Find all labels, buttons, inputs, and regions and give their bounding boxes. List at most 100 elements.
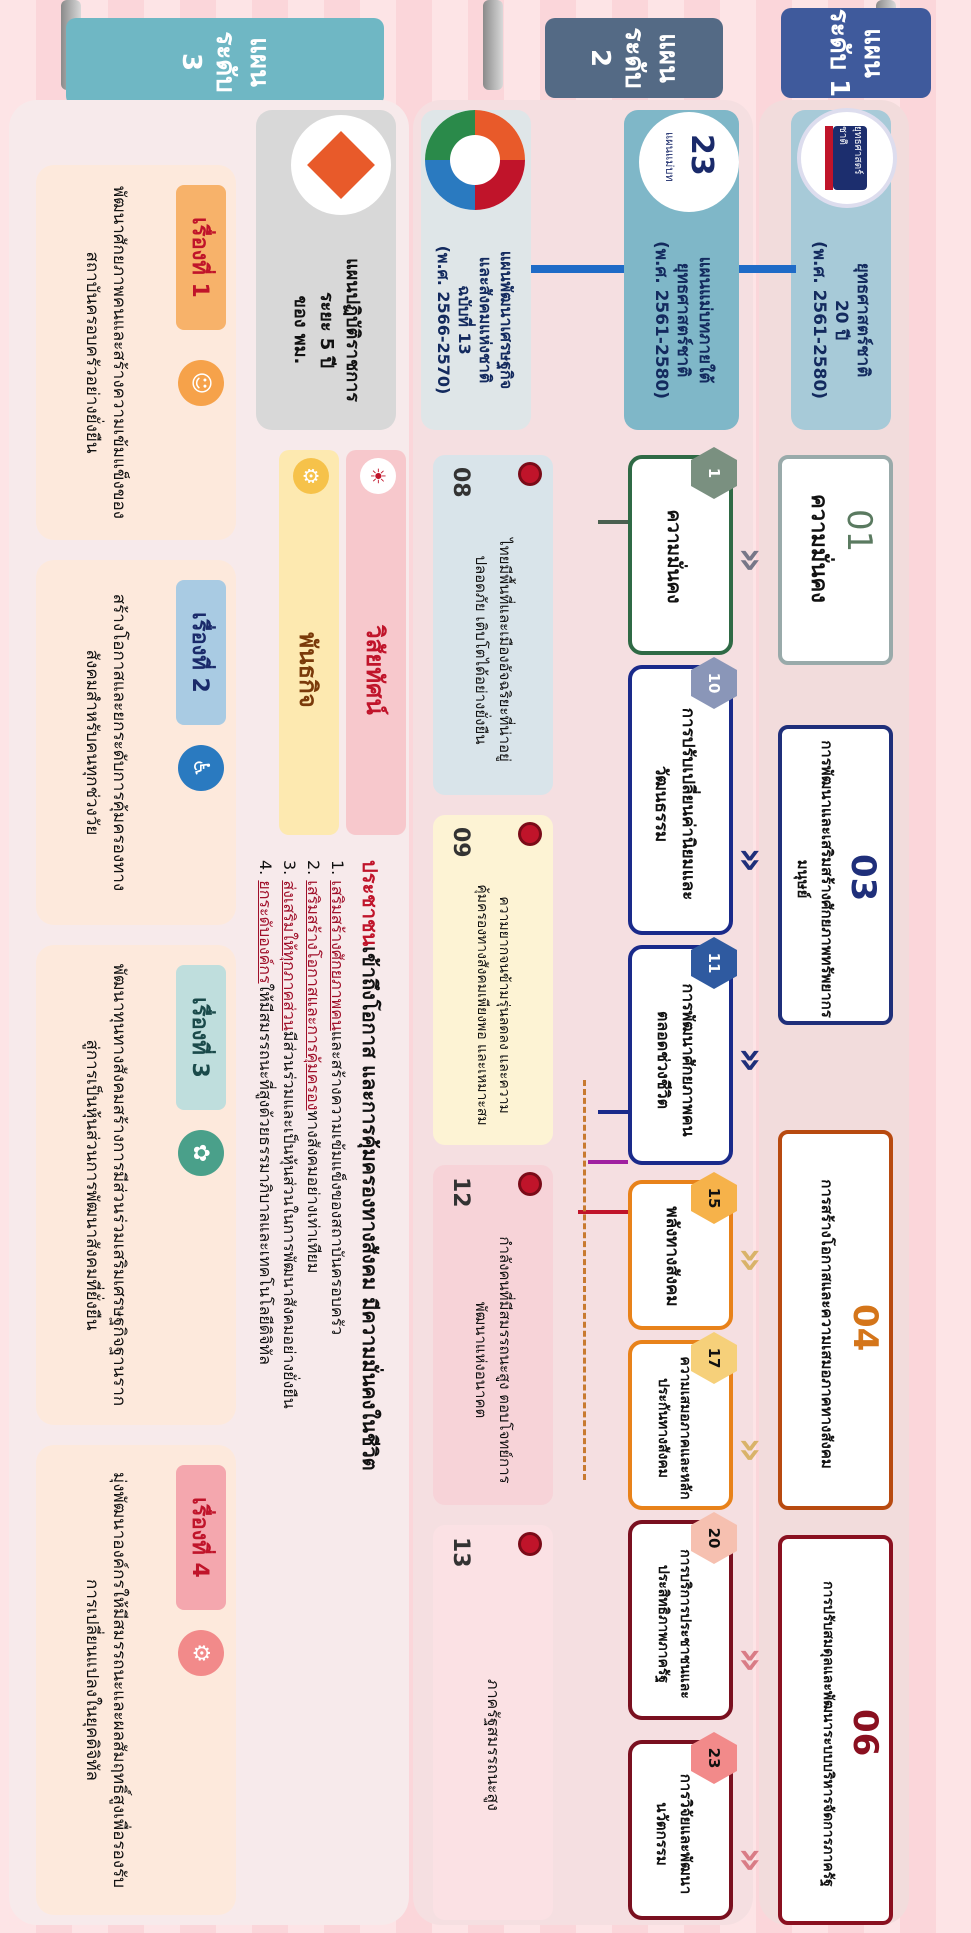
goal-card-12: 12 กำลังคนที่มีสมรรถนะสูง ตอบโจทย์การพัฒ…: [433, 1165, 553, 1505]
chevron-right-icon: »: [728, 1047, 774, 1073]
nesdp-logo: [425, 110, 525, 210]
family-icon: ♿: [178, 745, 224, 791]
master-plan-card-17: 17 ความเสมอภาคและหลักประกันทางสังคม: [628, 1340, 733, 1510]
strategy-card-03: 03 การพัฒนาและเสริมสร้างศักยภาพทรัพยากรม…: [778, 725, 893, 1025]
mission-idx: 1.: [328, 860, 347, 876]
story-card-2: เรื่องที่ 2 ♿ สร้างโอกาสและยกระดับการคุ้…: [36, 560, 236, 925]
level3-logo: [291, 115, 391, 215]
level2-master-logo: 23 แผนแม่บท: [639, 112, 739, 212]
story-card-4: เรื่องที่ 4 ⚙ มุ่งพัฒนาองค์กรให้มีสมรรถน…: [36, 1445, 236, 1915]
master-plan-1-title: ความมั่นคง: [663, 509, 685, 604]
story-card-1: เรื่องที่ 1 ☺ พัฒนาศักยภาพคนและสร้างความ…: [36, 165, 236, 540]
strategy-card-04: 04 การสร้างโอกาสและความเสมอภาคทางสังคม: [778, 1130, 893, 1510]
goal-12-title: กำลังคนที่มีสมรรถนะสูง ตอบโจทย์การพัฒนาแ…: [472, 1236, 514, 1484]
master-plan-card-1: 1 ความมั่นคง: [628, 455, 733, 655]
mission-item: 1. เสริมสร้างศักยภาพคนและสร้างความเข้มแข…: [325, 860, 349, 1910]
header-level1: แผน ระดับ 1: [781, 8, 931, 98]
level1-plan-title: ยุทธศาสตร์ชาติ: [853, 262, 873, 378]
mission-item: 4. ยกระดับองค์กรให้มีสมรรถนะที่สูงด้วยธร…: [253, 860, 277, 1910]
strategy-card-01: 01 ความมั่นคง: [778, 455, 893, 665]
mission-rest: มีส่วนร่วมและเป็นหุ้นส่วนในการพัฒนาสังคม…: [280, 1030, 299, 1409]
nesdp-title: แผนพัฒนาเศรษฐกิจ: [497, 250, 516, 390]
header-level3: แผน ระดับ 3: [66, 18, 384, 106]
header-level3-line2: ระดับ 3: [176, 31, 240, 93]
chevron-right-icon: »: [728, 1647, 774, 1673]
mission-label: พันธกิจ: [294, 632, 323, 708]
story-3-tag: เรื่องที่ 3: [176, 965, 226, 1110]
goal-13-number: 13: [448, 1537, 473, 1568]
pushpin-icon: [521, 465, 539, 483]
level3-plan-text: แผนปฏิบัติราชการ ระยะ 5 ปี ของ พม.: [271, 240, 381, 420]
vision-label: วิสัยทัศน์: [361, 625, 390, 715]
story-1-tag: เรื่องที่ 1: [176, 185, 226, 330]
connector-purple: [588, 1160, 628, 1164]
nesdp-subtitle: และสังคมแห่งชาติ: [476, 256, 495, 384]
master-plan-card-11: 11 การพัฒนาศักยภาพคนตลอดช่วงชีวิต: [628, 945, 733, 1165]
master-plan-card-20: 20 การบริการประชาชนและประสิทธิภาพภาครัฐ: [628, 1520, 733, 1720]
chevron-right-icon: »: [728, 547, 774, 573]
level3-plan-period: ระยะ 5 ปี: [316, 291, 337, 369]
strategy-04-title: การสร้างโอกาสและความเสมอภาคทางสังคม: [818, 1179, 836, 1469]
master-plan-11-title: การพัฒนาศักยภาพคนตลอดช่วงชีวิต: [654, 983, 699, 1137]
mission-list: 1. เสริมสร้างศักยภาพคนและสร้างความเข้มแข…: [253, 860, 349, 1910]
connector-green: [598, 520, 628, 524]
header-level3-line1: แผน: [244, 37, 274, 87]
vision-text-rest: เข้าถึงโอกาส และการคุ้มครองทางสังคม มีคว…: [358, 946, 382, 1471]
master-plan-subtitle: ยุทธศาสตร์ชาติ: [673, 262, 693, 378]
header-level2: แผน ระดับ 2: [545, 18, 723, 98]
goal-12-number: 12: [448, 1177, 473, 1208]
story-3-text: พัฒนาทุนทางสังคมสร้างการมีส่วนร่วมเสริมเ…: [82, 963, 129, 1407]
master-plan-card-15: 15 พลังทางสังคม: [628, 1180, 733, 1330]
story-4-tag: เรื่องที่ 4: [176, 1465, 226, 1610]
connector-dashed: [583, 1080, 586, 1480]
level1-logo-caption: ยุทธศาสตร์ชาติ: [833, 126, 867, 190]
master-logo-caption: แผนแม่บท: [663, 132, 676, 182]
connector-navy: [598, 1110, 628, 1114]
flag-stripe-red: [825, 126, 833, 190]
chevron-right-icon: »: [728, 1437, 774, 1463]
strategy-03-number: 03: [843, 854, 883, 902]
mission-accent: ส่งเสริมให้ทุกภาคส่วน: [280, 880, 299, 1031]
mission-idx: 3.: [280, 860, 299, 876]
master-plan-15-title: พลังทางสังคม: [662, 1206, 683, 1307]
master-plan-17-title: ความเสมอภาคและหลักประกันทางสังคม: [655, 1356, 693, 1500]
strategy-03-title: การพัฒนาและเสริมสร้างศักยภาพทรัพยากรมนุษ…: [794, 740, 836, 1018]
level1-plan-years: 20 ปี: [831, 299, 851, 341]
mission-rest: และสร้างความเข้มแข็งของสถาบันครอบครัว: [328, 1030, 347, 1336]
level2-master-text: แผนแม่บทภายใต้ ยุทธศาสตร์ชาติ (พ.ศ. 2561…: [633, 215, 733, 425]
level3-plan-title: แผนปฏิบัติราชการ: [342, 258, 363, 402]
chevron-right-icon: »: [728, 847, 774, 873]
level2-nesdp-text: แผนพัฒนาเศรษฐกิจ และสังคมแห่งชาติ ฉบับที…: [423, 215, 527, 425]
mission-label-box: ⚙ พันธกิจ: [279, 450, 339, 835]
goal-08-title: ไทยมีพื้นที่และเมืองอัจฉริยะที่น่าอยู่ ป…: [472, 538, 514, 762]
header-rail-mid: [483, 0, 503, 90]
nesdp-edition: ฉบับที่ 13: [455, 285, 474, 355]
goal-card-08: 08 ไทยมีพื้นที่และเมืองอัจฉริยะที่น่าอยู…: [433, 455, 553, 795]
header-level2-line1: แผน: [653, 33, 683, 83]
pushpin-icon: [521, 1535, 539, 1553]
nesdp-period: (พ.ศ. 2566-2570): [434, 245, 453, 395]
mission-idx: 4.: [256, 860, 275, 876]
goal-13-title: ภาครัฐสมรรถนะสูง: [484, 1679, 504, 1811]
lightbulb-icon: ☀: [360, 458, 396, 494]
level3-plan-owner: ของ พม.: [290, 295, 311, 365]
chevron-right-icon: »: [728, 1247, 774, 1273]
goal-09-number: 09: [448, 827, 473, 858]
mission-accent: ยกระดับองค์กร: [256, 880, 275, 984]
logo-center: [450, 135, 500, 185]
goal-card-09: 09 ความยากจนข้ามรุ่นลดลง และความคุ้มครอง…: [433, 815, 553, 1145]
goal-09-title: ความยากจนข้ามรุ่นลดลง และความคุ้มครองทาง…: [474, 884, 512, 1126]
strategy-06-title: การปรับสมดุลและพัฒนาระบบบริหารจัดการภาคร…: [820, 1581, 836, 1887]
gear-icon: ⚙: [293, 458, 329, 494]
people-icon: ☺: [178, 360, 224, 406]
level1-plan-text: ยุทธศาสตร์ชาติ 20 ปี (พ.ศ. 2561-2580): [793, 215, 889, 425]
mission-rest: ให้มีสมรรถนะที่สูงด้วยธรรมาภิบาลและเทคโน…: [256, 983, 275, 1365]
mission-item: 2. เสริมสร้างโอกาสและการคุ้มครองทางสังคม…: [301, 860, 325, 1910]
master-plan-23-title: การวิจัยและพัฒนานวัตกรรม: [653, 1773, 695, 1895]
goal-08-number: 08: [448, 467, 473, 498]
header-level1-line1: แผน: [858, 28, 888, 78]
mission-item: 3. ส่งเสริมให้ทุกภาคส่วนมีส่วนร่วมและเป็…: [277, 860, 301, 1910]
strategy-01-title: ความมั่นคง: [806, 494, 831, 603]
mission-idx: 2.: [304, 860, 323, 876]
